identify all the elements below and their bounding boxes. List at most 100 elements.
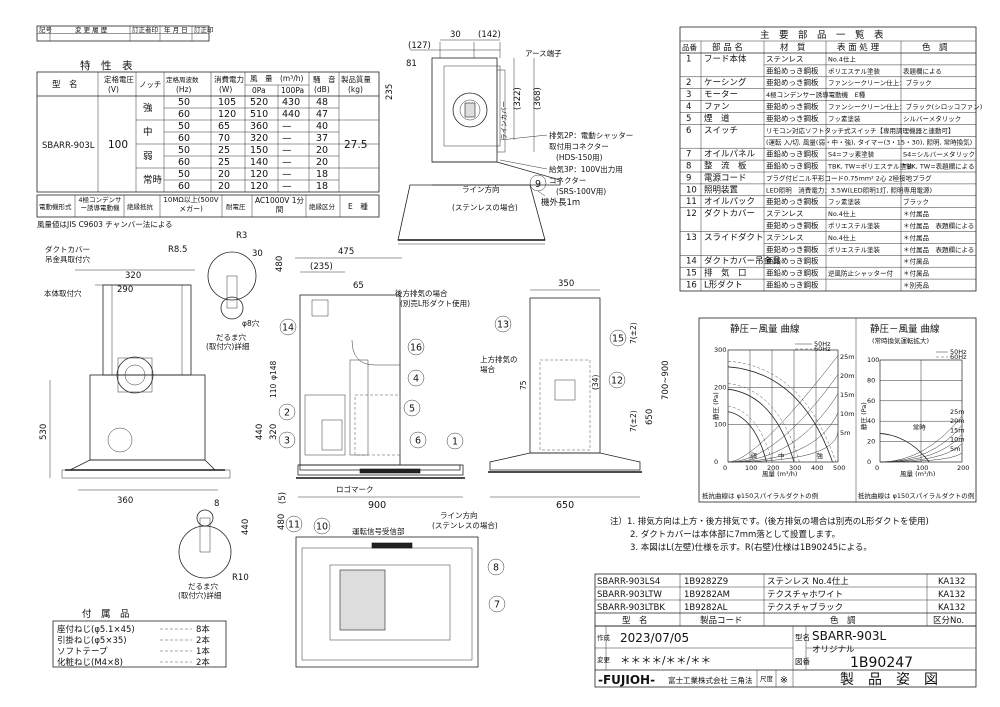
detail-phi8: φ8穴 [242, 318, 260, 328]
parts-name: 整 流 板 [704, 161, 747, 172]
parts-no: 9 [686, 173, 691, 183]
callout-number: 2 [284, 408, 290, 419]
y-tick: 80 [867, 376, 875, 384]
accessory-name: 化粧ねじ(M4×8) [57, 657, 123, 668]
spec-mass-unit: (kg) [348, 85, 363, 94]
spec-cell-db: 40 [316, 121, 328, 132]
spec-note: 風量値はJIS C9603 チャンバー法による [37, 219, 172, 229]
spec-cell-w: 25 [218, 157, 230, 168]
parts-material: 亜鉛めっき鋼板 [766, 149, 819, 159]
title-made-label: 作成 [597, 633, 611, 642]
curve-left-legend-60: 60Hz [814, 345, 831, 353]
parts-no: 6 [686, 126, 691, 136]
side-dim-30: 30 [450, 30, 461, 40]
parts-finish: S4=フッ素塗装 [828, 150, 875, 159]
front-dim-900: 900 [368, 500, 386, 511]
spec-cell-db: 18 [316, 181, 328, 192]
spec-cell-a100: — [282, 169, 292, 180]
rev-col-history: 変 更 履 歴 [75, 25, 108, 34]
parts-name: ファン [704, 102, 730, 112]
x-tick: 200 [767, 464, 779, 472]
accessory-name: ソフトテープ [57, 647, 108, 657]
y-tick: 0 [867, 458, 871, 466]
left-hanger-hole-label: 吊金具取付穴 [45, 254, 90, 264]
spec-cell-a0: 360 [250, 121, 268, 132]
keyhole-details: R8.5 R3 30 480 φ8穴 だるま穴 (取付穴)詳細 8 440 R1… [168, 231, 285, 600]
parts-col-finish: 表 面 処 理 [837, 42, 880, 53]
cord-length: 機外長1m [541, 197, 580, 208]
parts-finish: No.4仕上 [828, 233, 856, 242]
callout-number: 10 [316, 522, 328, 533]
spec-cell-a0: 120 [250, 169, 268, 180]
title-brand: -FUJIOH- [598, 673, 655, 687]
spec-mass-value: 27.5 [344, 139, 367, 151]
callout-circle [285, 515, 303, 533]
parts-material: リモコン対応ソフトタッチ式スイッチ【専用調理機器と連動可】 [766, 126, 955, 135]
callout-circle [407, 338, 425, 356]
y-tick: 60 [867, 397, 875, 405]
note-2: 2. ダクトカバーは本体部に7mm落として設置します。 [630, 529, 840, 540]
left-body-hole-label: 本体取付穴 [44, 288, 82, 298]
spec-cell-hz: 50 [178, 145, 190, 156]
x-tick: 0 [723, 464, 727, 472]
y-tick: 200 [714, 383, 726, 391]
parts-material: ステンレス [766, 209, 804, 218]
curve-right-legend-50: 50Hz [950, 348, 967, 356]
parts-color: ＊付属品 [903, 209, 929, 218]
parts-finish: No.4仕上 [828, 209, 856, 218]
curve-left-legend-50: 50Hz [814, 340, 831, 348]
callout-number: 4 [413, 374, 419, 385]
spec-voltage-unit: (V) [108, 85, 119, 94]
left-view: ダクトカバー 吊金具取付穴 320 290 本体取付穴 530 360 [39, 244, 231, 506]
parts-name: フード本体 [704, 53, 747, 64]
spec-air-0pa: 0Pa [252, 86, 266, 95]
spec-cell-notch: 強 [143, 102, 153, 114]
parts-color: S4=シルバーメタリック [903, 150, 975, 159]
spec-cell-hz: 60 [178, 181, 190, 192]
parts-material: 亜鉛めっき鋼板 [766, 113, 819, 123]
spec-cell-db: 37 [316, 133, 328, 144]
parts-material: 亜鉛めっき鋼板 [766, 77, 819, 87]
pipe-length-label: 25m [950, 408, 965, 416]
parts-material: 亜鉛めっき鋼板 [766, 280, 819, 290]
parts-material: 亜鉛めっき鋼板 [766, 196, 819, 206]
callout-circle [608, 371, 626, 389]
front-dim-235: (235) [310, 262, 333, 272]
pipe-length-label: 15m [840, 391, 855, 399]
parts-finish: ポリエステル塗装 [828, 221, 881, 230]
spec-insul-class-label: 絶縁区分 [309, 202, 336, 211]
callout-number: 11 [288, 520, 300, 531]
accessory-qty: 8本 [196, 624, 210, 635]
parts-color: TBK, TW=表題欄による [902, 162, 974, 171]
parts-no: 12 [686, 209, 697, 219]
note-3: 3. 本図はL(左壁)仕様を示す。R(右壁)仕様は1B90245による。 [630, 542, 872, 553]
curve-right-footnote: 抵抗曲線は φ150スパイラルダクトの例 [858, 491, 974, 500]
callout-circle [403, 399, 421, 417]
callout-circle [609, 329, 627, 347]
callout-number: 5 [409, 404, 415, 415]
side-dim-235: 235 [385, 84, 395, 100]
parts-material: 4極コンデンサー誘導電動機 E種 [766, 90, 866, 99]
spec-withstand: AC1000V 1分間 [255, 196, 304, 214]
front-view: 475 (235) 65 φ148 110 320 480 440 (5) 90… [255, 247, 498, 530]
parts-material: (運転 入/切, 風量(弱・中・強), タイマー(3・15・30), 照明, 常… [766, 138, 972, 147]
callout-circle [487, 558, 505, 576]
variant-cls: KA132 [938, 603, 965, 613]
spec-notch-label: ノッチ [139, 80, 161, 89]
title-block: 作成 2023/07/05 変更 ＊＊＊＊/＊＊/＊＊ 型名 SBARR-903… [594, 625, 977, 688]
parts-color: ＊付属品 [903, 233, 929, 242]
parts-material: プラグ付ビニル平形コード0.75mm² 2心 2極接地プラグ [766, 173, 932, 182]
parts-material: ステンレス [766, 233, 804, 242]
spec-model-value: SBARR-903L [42, 141, 95, 151]
spec-noise-unit: (dB) [314, 85, 330, 94]
spec-freq-label: 定格周波数 [166, 75, 199, 84]
parts-no: 4 [686, 102, 691, 112]
callout-circle [494, 315, 512, 333]
x-tick: 400 [811, 464, 823, 472]
pipe-length-label: 10m [950, 436, 965, 444]
